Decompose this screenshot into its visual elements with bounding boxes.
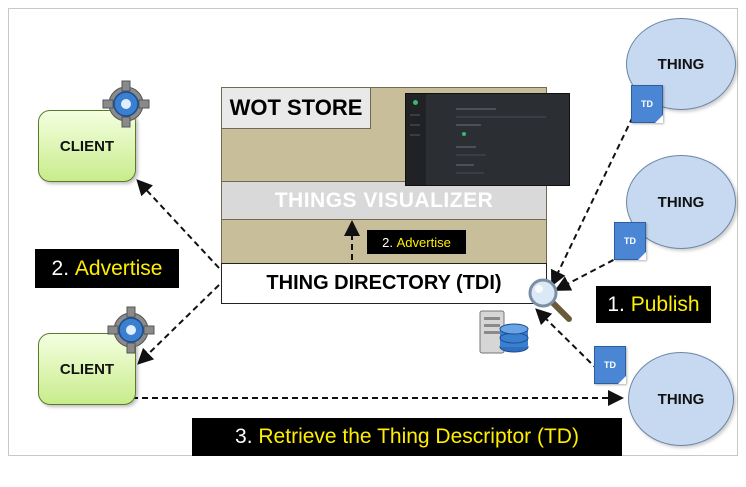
retrieve-label: 3. Retrieve the Thing Descriptor (TD): [192, 418, 622, 456]
gear-icon: [107, 306, 155, 354]
step-number: 3.: [235, 425, 253, 448]
visualizer-screenshot-image: [405, 93, 570, 186]
step-text: Publish: [630, 292, 700, 316]
step-number: 1.: [607, 292, 625, 316]
gear-icon: [102, 80, 150, 128]
step-text: Advertise: [74, 256, 163, 280]
client-label: CLIENT: [59, 360, 115, 378]
thing-bottom: THING: [628, 352, 734, 446]
step-text: Retrieve the Thing Descriptor (TD): [258, 425, 579, 448]
magnifier-icon: [528, 278, 572, 322]
advertise-left-label: 2. Advertise: [35, 249, 179, 288]
thing-label: THING: [657, 390, 705, 408]
td-document-icon: TD: [614, 222, 646, 260]
client-top: CLIENT: [38, 110, 136, 182]
thing-directory-box: THING DIRECTORY (TDI): [221, 263, 547, 304]
thing-label: THING: [657, 193, 705, 211]
database-server-icon: [479, 310, 529, 354]
wot-store-title: WOT STORE: [221, 87, 371, 129]
step-number: 2.: [382, 234, 393, 250]
step-text: Advertise: [396, 234, 451, 250]
td-document-icon: TD: [631, 85, 663, 123]
client-label: CLIENT: [59, 137, 115, 155]
td-document-icon: TD: [594, 346, 626, 384]
advertise-inner-label: 2. Advertise: [367, 230, 466, 254]
client-bottom: CLIENT: [38, 333, 136, 405]
thing-label: THING: [657, 55, 705, 73]
publish-label: 1. Publish: [596, 286, 711, 323]
step-number: 2.: [51, 256, 70, 280]
things-visualizer-box: THINGS VISUALIZER: [221, 181, 547, 220]
